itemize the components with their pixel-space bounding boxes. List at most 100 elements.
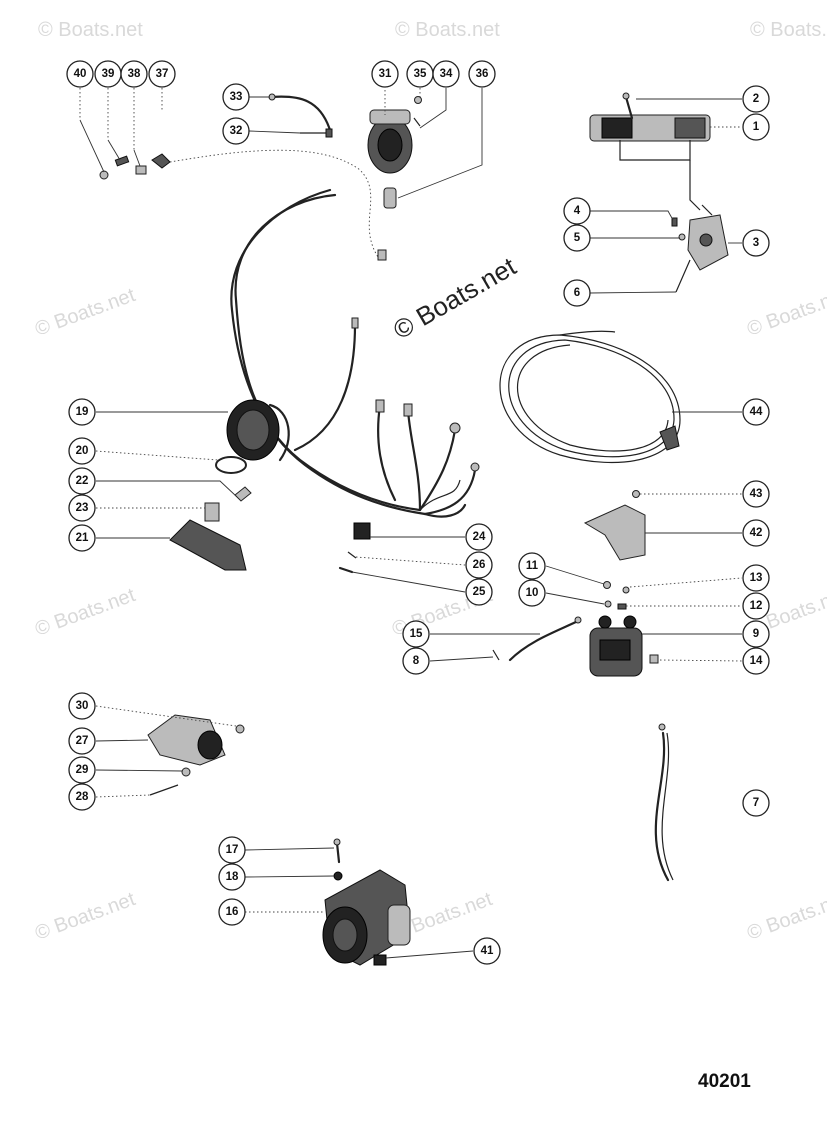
callout-30: 30 (68, 692, 96, 720)
svg-text:3: 3 (753, 237, 759, 249)
dotted-ground-lead (169, 149, 381, 261)
callout-35: 35 (406, 60, 434, 88)
svg-text:30: 30 (76, 700, 89, 712)
svg-text:31: 31 (379, 68, 392, 80)
screw-25 (338, 566, 354, 574)
watermark-group: © Boats.net © Boats.net © Boats.net © Bo… (32, 19, 827, 945)
svg-text:40: 40 (74, 68, 87, 80)
callout-27: 27 (68, 727, 96, 755)
callout-38: 38 (120, 60, 148, 88)
callout-9: 9 (742, 620, 770, 648)
callout-26: 26 (465, 551, 493, 579)
svg-text:43: 43 (750, 488, 763, 500)
svg-text:44: 44 (750, 406, 763, 418)
svg-text:21: 21 (76, 532, 89, 544)
callout-19: 19 (68, 398, 96, 426)
part-12 (617, 603, 627, 610)
callout-8: 8 (402, 647, 430, 675)
screw-28 (149, 784, 179, 796)
bracket-3 (687, 204, 729, 271)
part-4 (671, 217, 678, 227)
callout-24: 24 (465, 523, 493, 551)
lead-7 (654, 723, 674, 882)
callout-17: 17 (218, 836, 246, 864)
svg-text:1: 1 (753, 121, 760, 133)
svg-text:32: 32 (230, 125, 243, 137)
svg-text:4: 4 (574, 205, 581, 217)
watermark-text: © Boats.net (32, 284, 138, 341)
callout-33: 33 (222, 83, 250, 111)
part-10 (604, 600, 612, 608)
figure-number: 40201 (698, 1071, 751, 1092)
svg-text:5: 5 (574, 232, 581, 244)
svg-text:35: 35 (414, 68, 427, 80)
lead-15 (508, 618, 582, 662)
svg-text:15: 15 (410, 628, 423, 640)
svg-text:2: 2 (753, 93, 759, 105)
watermark-text: © Boats.net (395, 19, 500, 41)
part-41 (373, 954, 387, 966)
callout-40: 40 (66, 60, 94, 88)
svg-text:18: 18 (226, 871, 239, 883)
watermark-text: © Boats.net (38, 19, 143, 41)
bracket-42 (583, 504, 646, 561)
washer-26 (347, 551, 357, 559)
callout-3: 3 (742, 229, 770, 257)
watermark-text: © Boats.net (744, 284, 827, 341)
svg-text:20: 20 (76, 445, 89, 457)
callout-16: 16 (218, 898, 246, 926)
svg-text:19: 19 (76, 406, 89, 418)
component-1 (589, 114, 711, 161)
svg-text:23: 23 (76, 502, 89, 514)
washer-18 (333, 871, 343, 881)
svg-text:16: 16 (226, 906, 239, 918)
leader-lines (79, 88, 743, 959)
svg-text:6: 6 (574, 287, 580, 299)
callout-2: 2 (742, 85, 770, 113)
solenoid-9 (589, 615, 643, 677)
part-5 (678, 233, 686, 241)
small-hardware-37-40 (99, 153, 171, 180)
callout-6: 6 (563, 279, 591, 307)
callout-7: 7 (742, 789, 770, 817)
wiring-harness-19 (226, 188, 480, 518)
callout-39: 39 (94, 60, 122, 88)
callout-44: 44 (742, 398, 770, 426)
svg-text:25: 25 (473, 586, 486, 598)
svg-text:12: 12 (750, 600, 763, 612)
bracket-21 (169, 519, 247, 571)
svg-text:33: 33 (230, 91, 243, 103)
component-27 (147, 714, 226, 766)
nut-43 (632, 490, 640, 498)
screw-17 (335, 841, 341, 864)
callout-37: 37 (148, 60, 176, 88)
callout-13: 13 (742, 564, 770, 592)
svg-text:29: 29 (76, 764, 89, 776)
callout-12: 12 (742, 592, 770, 620)
callout-11: 11 (518, 552, 546, 580)
svg-text:24: 24 (473, 531, 486, 543)
callout-36: 36 (468, 60, 496, 88)
svg-text:22: 22 (76, 475, 89, 487)
callout-20: 20 (68, 437, 96, 465)
motor-16 (322, 869, 411, 966)
svg-text:41: 41 (481, 945, 494, 957)
svg-text:13: 13 (750, 572, 763, 584)
svg-text:14: 14 (750, 655, 763, 667)
svg-text:11: 11 (526, 560, 539, 572)
part-14 (649, 654, 659, 664)
callout-43: 43 (742, 480, 770, 508)
watermark-main: © Boats.net (388, 251, 522, 345)
callout-29: 29 (68, 756, 96, 784)
callout-18: 18 (218, 863, 246, 891)
callout-5: 5 (563, 224, 591, 252)
screw-8 (492, 649, 500, 661)
watermark-text: © Boats.net (32, 584, 138, 641)
watermark-text: © Boats.net (744, 888, 827, 945)
callout-4: 4 (563, 197, 591, 225)
callout-41: 41 (473, 937, 501, 965)
svg-text:10: 10 (526, 587, 539, 599)
callout-22: 22 (68, 467, 96, 495)
svg-text:9: 9 (753, 628, 759, 640)
